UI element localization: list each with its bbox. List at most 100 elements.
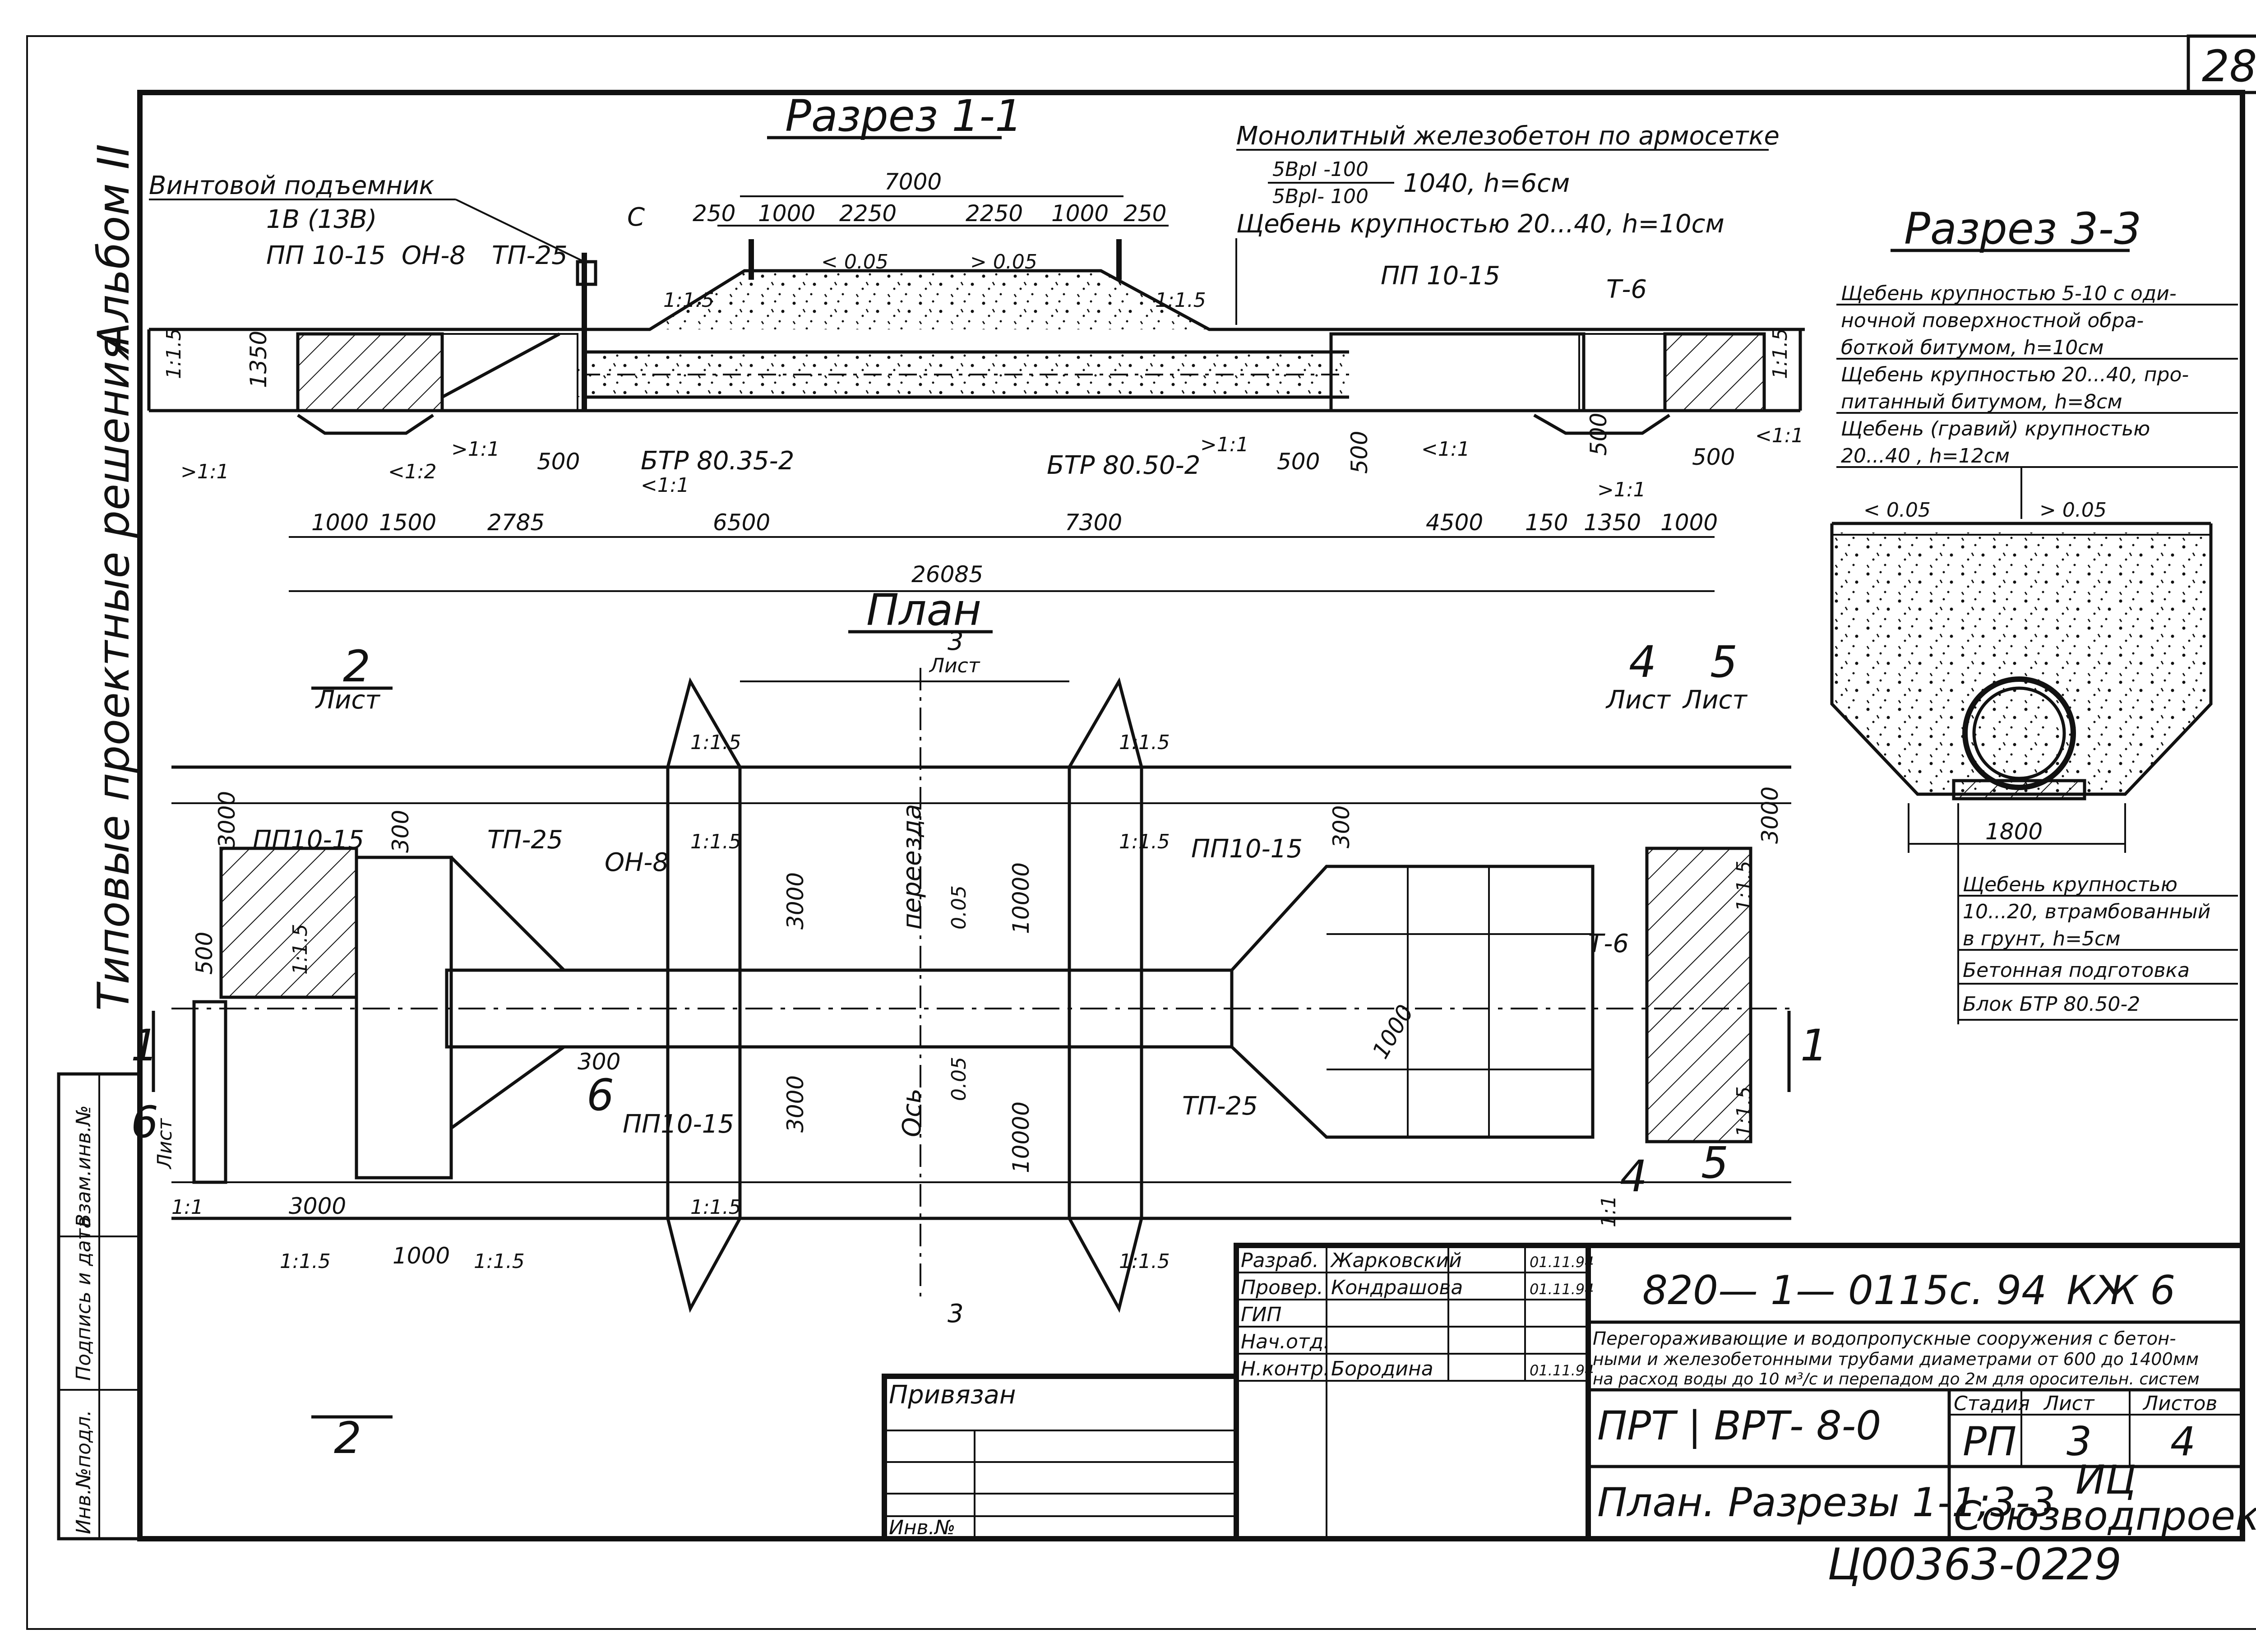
s11-label-on8: ОН-8 [402, 241, 466, 270]
s11-slope-2: 1:1.5 [1155, 289, 1206, 312]
s33-bottom-4: Бетонная подготовка [1963, 959, 2190, 982]
screw-lift-type: 1В (1ЗВ) [266, 205, 377, 234]
s11-label-tp25: ТП-25 [492, 241, 568, 270]
screw-lift-label: Винтовой подъемник [149, 171, 435, 200]
plan-axis: Ось [897, 1088, 927, 1137]
s11-top-dim-3: 2250 [839, 200, 897, 227]
s11-slope-1: 1:1.5 [663, 289, 714, 312]
tb-stage-val-1: РП [1963, 1418, 2016, 1465]
sheet-number: 28 [2202, 41, 2256, 92]
album-label: Альбом II [88, 144, 139, 355]
plan-dim-3: 500 [191, 932, 217, 975]
s11-bottom-dim-7: 150 [1525, 509, 1568, 536]
s11-slope-12: <1:1 [1755, 424, 1804, 447]
tb-privyazan: Привязан [889, 1380, 1016, 1410]
plan-slope-5: 1:1.5 [289, 924, 312, 975]
tb-desc-1: Перегораживающие и водопропускные сооруж… [1593, 1328, 2176, 1349]
section-1-1: Разрез 1-1 Монолитный железобетон по арм… [147, 91, 1805, 592]
plan-view: План 2 Лист 3 Лист [131, 585, 1828, 1463]
stamp-replace: Взам.инв.№ [72, 1105, 95, 1227]
plan-slope-1: 1:1.5 [690, 731, 741, 754]
s11-top-dim-1: 250 [693, 200, 735, 227]
s11-slope-9: >1:1 [1200, 433, 1249, 456]
s33-bottom-5: Блок БТР 80.50-2 [1963, 993, 2140, 1016]
plan-dim-1: 3000 [214, 791, 240, 848]
plan-dim-11: 300 [1328, 805, 1355, 848]
s11-depth: 1350 [245, 331, 272, 388]
mesh-1: 5BpI -100 [1272, 158, 1368, 181]
plan-dim-9: 10000 [1008, 1101, 1034, 1173]
s11-small-dim-4: 500 [1586, 413, 1612, 456]
plan-label-pp1: ПП10-15 [253, 825, 364, 855]
archive-page: 29 [2066, 1539, 2122, 1590]
tb-mark: КЖ 6 [2066, 1267, 2175, 1314]
tb-stage-val-3: 4 [2170, 1418, 2196, 1465]
plan-slope-11: 1:1.5 [474, 1250, 525, 1273]
s33-layer-1: Щебень крупностью 5-10 с оди- [1841, 282, 2177, 305]
plan-grade-2: 0.05 [948, 1057, 971, 1101]
s11-small-dim-5: 500 [1692, 444, 1735, 470]
s11-top-dim-5: 1000 [1051, 200, 1109, 227]
tb-name-1: Жарковский [1330, 1249, 1462, 1272]
tb-stage-val-2: 3 [2066, 1418, 2092, 1465]
section-3-3-title: Разрез 3-3 [1904, 204, 2141, 254]
plan-mark-5-bottom: 5 [1701, 1138, 1729, 1188]
tb-desc-3: на расход воды до 10 м³/с и перепадом до… [1593, 1370, 2200, 1388]
s11-slope-11: >1:1 [1597, 478, 1646, 501]
s33-layer-4: Щебень крупностью 20...40, про- [1841, 363, 2189, 386]
plan-slope-2: 1:1.5 [1119, 731, 1170, 754]
plan-dim-5: 3000 [782, 872, 809, 930]
plan-mark-3-top-sheet: Лист [929, 654, 980, 677]
s11-label-pp2: ПП 10-15 [1381, 261, 1500, 291]
plan-mark-2-top: 2 [343, 641, 370, 692]
plan-slope-8: 1:1.5 [690, 1196, 741, 1219]
tb-date-2: 01.11.94 [1530, 1281, 1594, 1298]
s11-bottom-dim-8: 1350 [1584, 509, 1641, 536]
concrete-note: Монолитный железобетон по армосетке [1236, 121, 1780, 151]
s11-top-dim-4: 2250 [966, 200, 1023, 227]
tb-date-5: 01.11.94 [1530, 1362, 1594, 1379]
s11-label-c: С [627, 203, 645, 232]
s11-bottom-dim-1: 1000 [311, 509, 369, 536]
s11-bottom-total: 26085 [911, 561, 983, 588]
s33-bottom-1: Щебень крупностью [1963, 873, 2177, 896]
plan-mark-1-right: 1 [1800, 1020, 1828, 1071]
mesh-2: 5BpI- 100 [1272, 185, 1368, 208]
s11-slope-10: <1:1 [1421, 438, 1470, 461]
tb-stage-head-3: Листов [2142, 1392, 2217, 1415]
plan-mark-2-bottom: 2 [334, 1413, 361, 1463]
tb-date-1: 01.11.94 [1530, 1254, 1594, 1271]
s11-slope-5: >1:1 [180, 460, 229, 483]
plan-mark-4-top: 4 [1629, 637, 1656, 687]
s11-bottom-dim-3: 2785 [487, 509, 545, 536]
title-block: Разраб. Провер. ГИП Нач.отд. Н.контр. Жа… [882, 1243, 2256, 1541]
plan-label-tp25-2: ТП-25 [1182, 1092, 1258, 1121]
tb-name-5: Бородина [1331, 1357, 1433, 1380]
plan-dim-6: 3000 [782, 1075, 809, 1133]
plan-label-on8: ОН-8 [605, 848, 669, 877]
plan-title: План [866, 585, 981, 635]
tb-role-3: ГИП [1241, 1303, 1282, 1326]
plan-dim-4: 300 [578, 1049, 620, 1075]
tb-code: 820— 1— 0115с. 94 [1642, 1267, 2047, 1314]
plan-mark-4-bottom: 4 [1620, 1151, 1647, 1202]
section-3-3: Разрез 3-3 Щебень крупностью 5-10 с оди-… [1830, 204, 2238, 1024]
s11-bottom-dim-9: 1000 [1660, 509, 1718, 536]
plan-dim-14: 1000 [393, 1243, 450, 1269]
s11-slope-7: >1:1 [451, 438, 500, 461]
plan-mark-5-top-sheet: Лист [1682, 685, 1747, 715]
s33-layer-5: питанный битумом, h=8см [1841, 390, 2122, 413]
tb-org-1: ИЦ [2076, 1457, 2136, 1503]
s33-bottom-3: в грунт, h=5см [1963, 927, 2121, 950]
plan-axis-2: переезда [897, 804, 927, 930]
sheet-number-box [2187, 34, 2256, 94]
s11-slope-6: <1:2 [388, 460, 437, 483]
s33-grade-1: < 0.05 [1863, 499, 1931, 522]
s11-small-dim-3: 500 [1346, 431, 1373, 474]
plan-mark-6-left: 6 [131, 1097, 158, 1148]
section-1-1-title: Разрез 1-1 [785, 91, 1022, 141]
s11-grade-2: > 0.05 [970, 250, 1037, 273]
tb-org-2: Союзводпроект [1954, 1493, 2256, 1539]
tb-role-2: Провер. [1241, 1276, 1323, 1299]
